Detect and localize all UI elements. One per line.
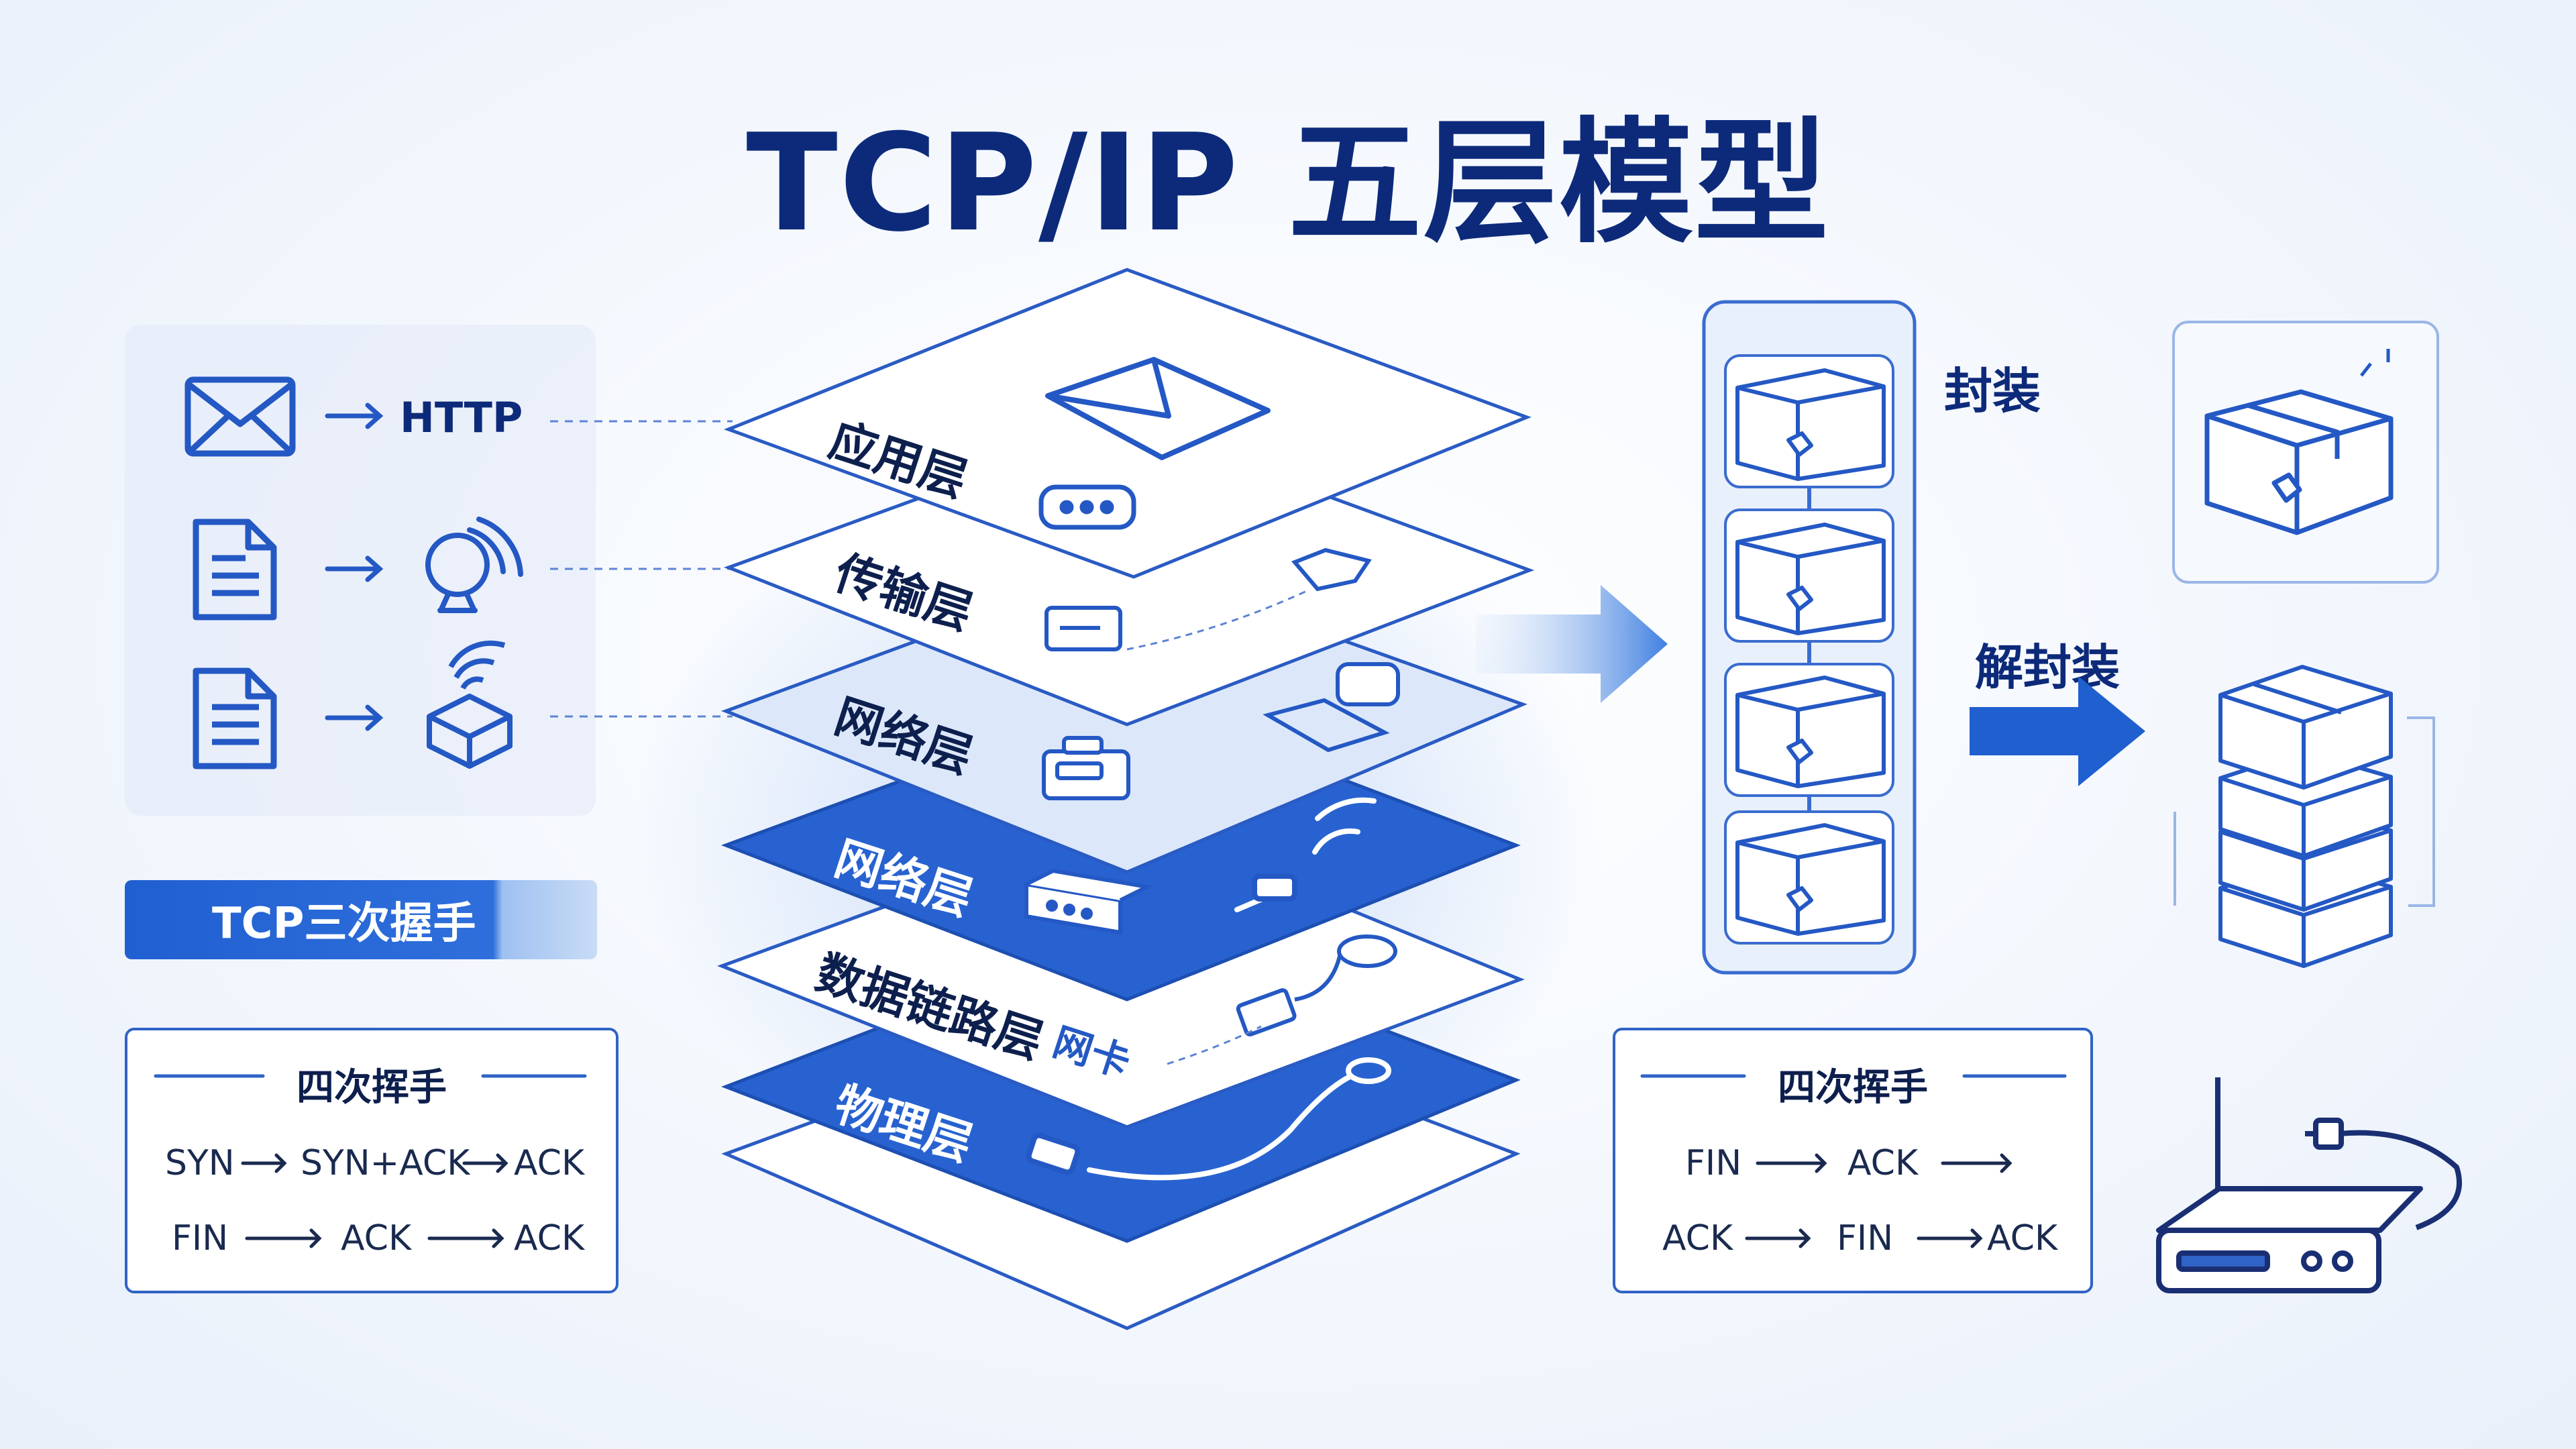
socket-icon — [1044, 547, 1372, 651]
arrow-icon — [325, 402, 384, 429]
document-icon — [193, 519, 277, 621]
handshake-arrows — [154, 1074, 2067, 1248]
flow-arrow-icon — [1476, 585, 1668, 703]
envelope-icon — [1045, 357, 1271, 460]
left-handshake-box: 四次挥手 SYN SYN+ACK ACK FIN ACK ACK — [125, 1028, 619, 1293]
port-icon — [1038, 484, 1136, 530]
left-hs-r1c0: FIN — [172, 1218, 229, 1258]
right-hs-r1c0: ACK — [1662, 1218, 1733, 1258]
tcp-handshake-badge: TCP三次握手 — [125, 880, 597, 959]
right-handshake-title: 四次挥手 — [1778, 1066, 1928, 1110]
right-hs-r0c1: ACK — [1847, 1143, 1919, 1183]
stacked-packages-icon — [2218, 665, 2393, 968]
package-icon — [1735, 823, 1886, 936]
bracket-lines — [2174, 716, 2435, 907]
encapsulate-label: 封装 — [1944, 363, 2041, 419]
package-icon — [1735, 523, 1886, 635]
right-handshake-box: 四次挥手 FIN ACK ACK FIN ACK — [1613, 1028, 2093, 1293]
decapsulate-label: 解封装 — [1975, 639, 2121, 696]
right-hs-r1c2: ACK — [1987, 1218, 2058, 1258]
mail-icon — [184, 376, 296, 457]
left-hs-r0c2: ACK — [514, 1143, 585, 1183]
document-icon — [193, 667, 277, 769]
left-handshake-title: 四次挥手 — [297, 1066, 447, 1110]
package-icon — [2204, 349, 2394, 535]
wifi-box-icon — [427, 640, 513, 769]
router-icon — [1042, 662, 1400, 800]
package-icon — [1735, 676, 1886, 788]
datalink-dashed-link — [1167, 1025, 1262, 1065]
router-device-icon — [2156, 1077, 2462, 1293]
left-hs-r0c1: SYN+ACK — [301, 1143, 470, 1183]
page-title: TCP/IP 五层模型 — [746, 105, 1830, 262]
arrow-icon — [325, 555, 384, 582]
layer-stack — [716, 268, 1535, 1330]
protocol-label-http: HTTP — [400, 393, 523, 442]
plug-icon — [1026, 1057, 1391, 1181]
modem-icon — [1024, 868, 1154, 935]
right-hs-r1c1: FIN — [1837, 1218, 1894, 1258]
package-icon — [1735, 368, 1886, 481]
ethernet-icon — [1236, 934, 1397, 1036]
right-hs-r0c0: FIN — [1685, 1143, 1742, 1183]
lightbulb-icon — [425, 517, 523, 613]
arrow-icon — [325, 704, 384, 731]
left-hs-r1c2: ACK — [514, 1218, 585, 1258]
transport-dashed-link — [1126, 589, 1309, 651]
tcp-handshake-label: TCP三次握手 — [212, 899, 476, 949]
decapsulate-arrow-icon — [1970, 676, 2145, 786]
connector-lines — [550, 420, 733, 718]
left-hs-r1c1: ACK — [341, 1218, 412, 1258]
left-hs-r0c0: SYN — [165, 1143, 235, 1183]
layer-plate-application — [724, 268, 1532, 579]
cable-icon — [1234, 797, 1377, 912]
